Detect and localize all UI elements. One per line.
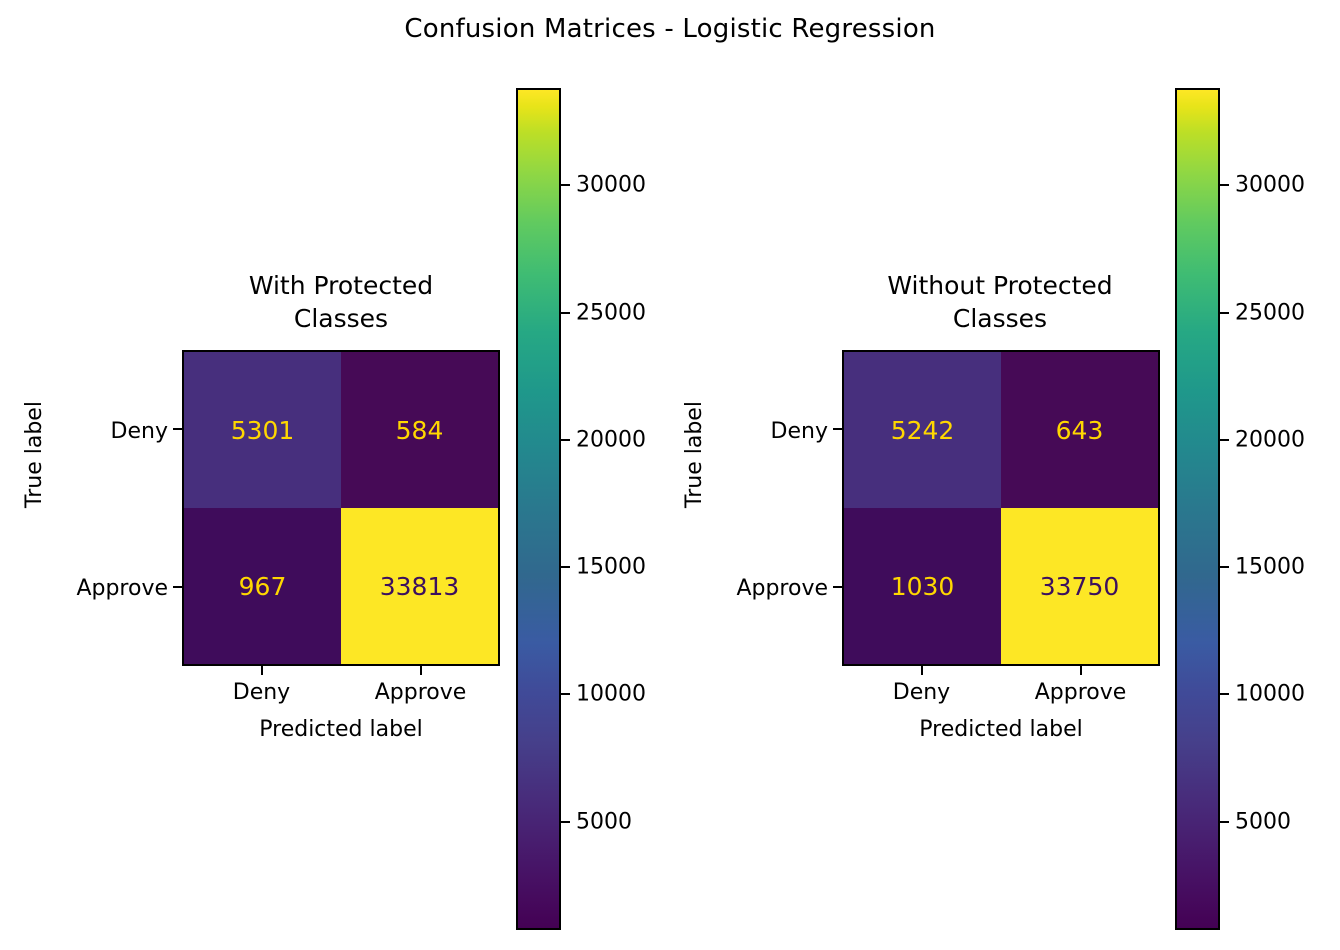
matrix-cell-deny-deny: 5301 [184,352,341,508]
matrix-cell-approve-deny: 967 [184,508,341,664]
colorbar-tick-label-25000: 25000 [1235,300,1305,326]
colorbar-tick-mark-5000 [1220,821,1229,823]
y-tick-mark-deny [833,428,842,430]
y-tick-mark-approve [833,586,842,588]
axes-title: With Protected Classes [171,270,511,335]
colorbar-tick-mark-5000 [561,821,570,823]
colorbar-tick-mark-30000 [561,184,570,186]
axes-title-line1: With Protected [248,271,434,300]
x-axis-label: Predicted label [919,717,1083,742]
panel-with-protected-classes: With Protected Classes True label Deny A… [22,88,646,930]
colorbar-tick-label-15000: 15000 [576,554,646,580]
colorbar-tick-mark-20000 [561,439,570,441]
colorbar-tick-label-20000: 20000 [576,427,646,453]
matrix-cell-approve-deny: 1030 [844,508,1001,664]
colorbar-tick-label-30000: 30000 [576,172,646,198]
colorbar-tick-mark-10000 [561,693,570,695]
colorbar-tick-label-5000: 5000 [1235,809,1291,835]
matrix-cell-approve-approve: 33813 [341,508,498,664]
x-tick-label-deny: Deny [232,680,291,705]
colorbar-tick-label-5000: 5000 [576,809,632,835]
x-tick-mark-deny [921,666,923,675]
y-tick-label-deny: Deny [110,419,168,444]
colorbar-gradient [516,88,561,930]
axes-title-line1: Without Protected [887,271,1113,300]
x-tick-label-deny: Deny [892,680,951,705]
colorbar-tick-label-20000: 20000 [1235,427,1305,453]
colorbar-tick-label-15000: 15000 [1235,554,1305,580]
y-tick-label-approve: Approve [76,576,168,601]
colorbar-tick-mark-25000 [1220,312,1229,314]
matrix-cell-deny-approve: 584 [341,352,498,508]
y-axis-label: True label [22,401,47,508]
axes-title-line2: Classes [952,303,1048,333]
axes-title-line2: Classes [293,303,389,333]
confusion-matrix-grid: 5301 584 967 33813 [182,350,500,666]
y-tick-mark-deny [173,428,182,430]
colorbar-tick-label-10000: 10000 [1235,681,1305,707]
y-tick-label-approve: Approve [736,576,828,601]
y-tick-mark-approve [173,586,182,588]
colorbar-tick-label-10000: 10000 [576,681,646,707]
colorbar-tick-mark-10000 [1220,693,1229,695]
y-tick-label-deny: Deny [770,419,828,444]
colorbar-tick-mark-20000 [1220,439,1229,441]
figure-title: Confusion Matrices - Logistic Regression [404,14,936,44]
axes-title: Without Protected Classes [830,270,1170,335]
x-tick-mark-approve [420,666,422,675]
x-axis-label: Predicted label [259,717,423,742]
colorbar-gradient [1175,88,1220,930]
confusion-matrix-grid: 5242 643 1030 33750 [842,350,1160,666]
x-tick-label-approve: Approve [1034,680,1127,705]
panel-without-protected-classes: Without Protected Classes True label Den… [670,0,1340,950]
colorbar-tick-mark-30000 [1220,184,1229,186]
colorbar-tick-mark-15000 [561,566,570,568]
colorbar-tick-label-25000: 25000 [576,300,646,326]
matrix-cell-deny-approve: 643 [1001,352,1158,508]
matrix-cell-deny-deny: 5242 [844,352,1001,508]
matrix-cell-approve-approve: 33750 [1001,508,1158,664]
x-tick-mark-deny [261,666,263,675]
colorbar-tick-label-30000: 30000 [1235,172,1305,198]
colorbar-tick-mark-15000 [1220,566,1229,568]
y-axis-label: True label [682,401,707,508]
x-tick-mark-approve [1080,666,1082,675]
colorbar-tick-mark-25000 [561,312,570,314]
x-tick-label-approve: Approve [374,680,467,705]
